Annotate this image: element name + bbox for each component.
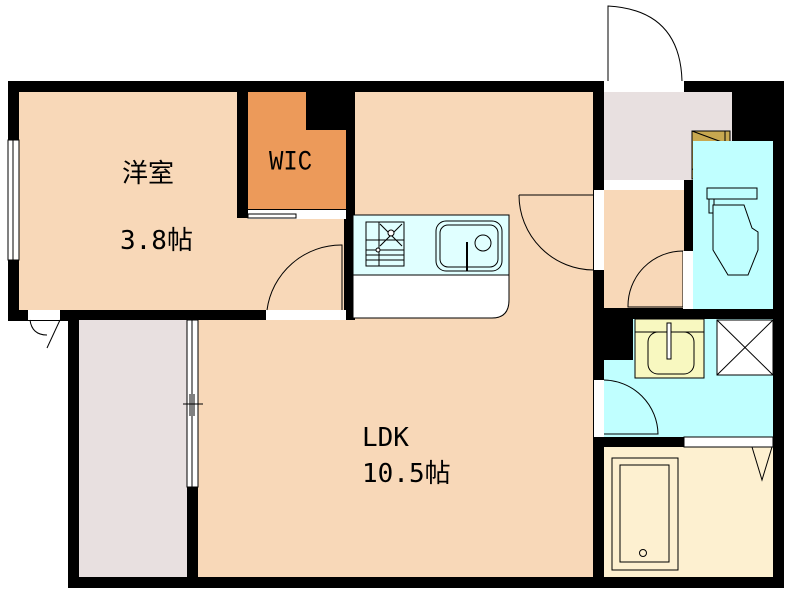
western-room-floor	[19, 92, 237, 310]
wic-door	[248, 210, 346, 219]
ldk-area: 10.5帖	[362, 459, 451, 489]
toilet-icon	[706, 187, 759, 276]
entrance-door	[604, 81, 684, 92]
kitchen-counter	[352, 214, 510, 319]
hall-floor	[604, 190, 684, 308]
western-room-area: 3.8帖	[120, 226, 193, 256]
bathtub-icon	[611, 457, 679, 571]
wic-label: WIC	[269, 147, 313, 179]
balcony-floor	[79, 320, 187, 577]
western-room-name: 洋室	[122, 159, 175, 189]
ldk-name: LDK	[362, 423, 409, 453]
bathroom-floor	[604, 447, 773, 577]
wic-floor	[248, 92, 306, 209]
washing-machine-pan-icon	[716, 319, 774, 376]
washbasin-icon	[634, 318, 705, 379]
stove-icon	[365, 221, 405, 267]
western-room-door	[266, 310, 346, 320]
kitchen-sink-icon	[435, 220, 503, 272]
